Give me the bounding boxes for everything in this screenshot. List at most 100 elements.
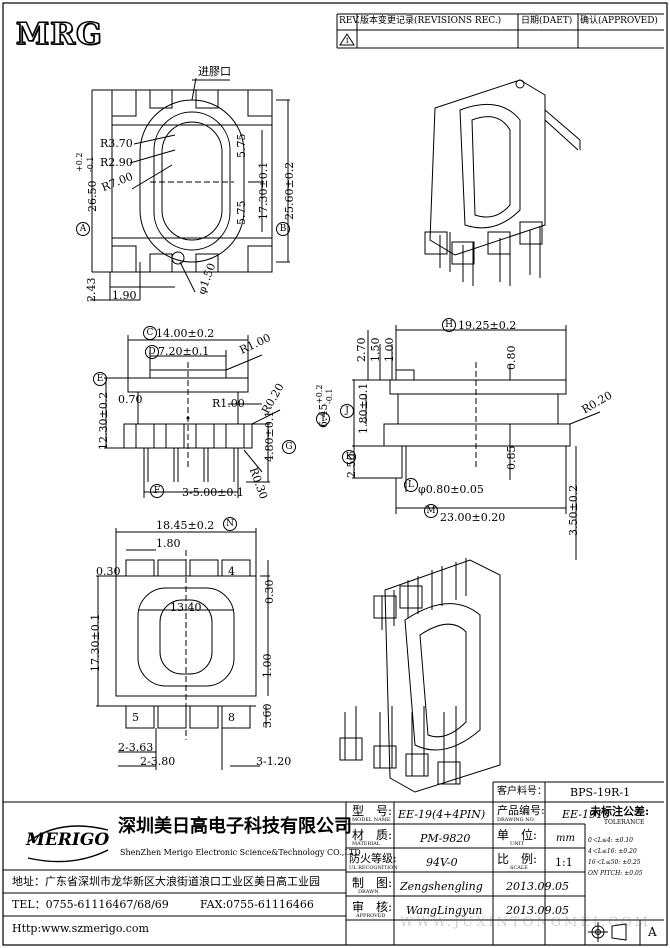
marker-i: I (316, 412, 330, 426)
material-label: 材 质: (352, 828, 393, 842)
dim-350: 3.50±0.2 (567, 484, 580, 536)
dim-r290: R2.90 (100, 156, 133, 169)
dim-150: 1.50 (369, 337, 382, 363)
dim-575-b: 5.75 (235, 200, 248, 226)
dim-1925: 19.25±0.2 (458, 319, 517, 332)
dim-030-right: 0.30 (263, 579, 276, 605)
company-name-en: ShenZhen Merigo Electronic Science&Techn… (120, 848, 361, 857)
dim-r100-b: R1.00 (212, 397, 245, 410)
material-value: PM-9820 (420, 832, 471, 845)
dim-2-380: 2-3.80 (140, 755, 176, 768)
dim-1730-bottom: 17.30±0.1 (89, 613, 102, 672)
dim-180: 1.80±0.1 (357, 382, 370, 434)
tolerance-title-en: TOLERANCE (604, 819, 645, 826)
dim-030-left: 0.30 (96, 565, 121, 578)
revisions-header: 版本变更记录(REVISIONS REC.) (360, 16, 502, 26)
dim-180-bottom: 1.80 (156, 537, 181, 550)
approved-header: 确认(APPROVED) (580, 16, 658, 26)
company-fax: FAX:0755-61116466 (200, 898, 314, 911)
tolerance-row-3: 16＜L≤50: ±0.25 (588, 859, 641, 866)
customer-no: BPS-19R-1 (570, 786, 631, 799)
marker-a: A (76, 222, 90, 236)
material-label-en: MATERIAL (352, 841, 381, 847)
dim-2650-tol-plus: +0.2 (75, 152, 84, 172)
dim-085: 0.85 (505, 445, 518, 471)
unit-label-en: UNIT (510, 841, 524, 847)
mrg-logo: MRG (15, 17, 103, 52)
scale-label: 比 例: (497, 852, 538, 866)
tolerance-row-4: ON PITCH: ±0.05 (588, 870, 643, 877)
marker-b: B (276, 222, 290, 236)
marker-m: M (424, 504, 438, 518)
gate-label: 进膠口 (198, 65, 231, 78)
marker-e: E (93, 372, 107, 386)
drawn-label-en: DRAWN (358, 889, 379, 895)
company-web: Http:www.szmerigo.com (12, 922, 149, 935)
scale-label-en: SCALE (510, 865, 528, 871)
pin-number-8: 8 (228, 711, 235, 724)
marker-d: D (145, 345, 159, 359)
approved-label: 审 核: (352, 900, 393, 914)
drawing-no-value: EE-1915 (562, 808, 610, 821)
dim-1730: 17.30±0.1 (257, 161, 270, 220)
flame-label-en: UL RECOGNITION (349, 865, 398, 871)
marker-g: G (282, 440, 296, 454)
drawing-no-label-en: DRAWING NO. (497, 817, 536, 823)
dim-070: 0.70 (118, 393, 143, 406)
dim-3-500: 3-5.00±0.1 (182, 486, 244, 499)
rev-symbol: 1 (345, 37, 350, 45)
dim-3-120: 3-1.20 (256, 755, 292, 768)
dim-575-a: 5.75 (235, 133, 248, 159)
tolerance-row-2: 4＜L≤16: ±0.20 (588, 848, 637, 855)
company-name-cn: 深圳美日高电子科技有限公司 (118, 816, 352, 837)
dim-720: 7.20±0.1 (158, 345, 210, 358)
unit-value: mm (556, 833, 575, 844)
sheet-letter: A (648, 925, 657, 939)
dim-2-363: 2-3.63 (118, 741, 154, 754)
scale-value: 1:1 (555, 856, 573, 869)
dim-phi080: φ0.80±0.05 (418, 483, 484, 496)
dim-645-tol-plus: +0.2 (315, 384, 324, 404)
dim-270: 2.70 (355, 337, 368, 363)
dim-1845: 18.45±0.2 (156, 519, 215, 532)
dim-480: 4.80±0.1 (263, 410, 276, 462)
model-label-en: MODEL NAME (352, 817, 391, 823)
approved-date: 2013.09.05 (506, 904, 569, 917)
pin-number-4: 4 (228, 565, 235, 578)
company-tel: TEL：0755-61116467/68/69 (12, 898, 169, 911)
marker-j: J (340, 404, 354, 418)
dim-r370: R3.70 (100, 137, 133, 150)
date-header: 日期(DAET) (521, 16, 573, 26)
rev-header: REV. (339, 16, 361, 26)
approved-by: WangLingyun (406, 904, 483, 917)
dim-2650: 26.50 (86, 180, 99, 213)
model-label: 型 号: (352, 804, 393, 818)
dim-2560: 25.60±0.2 (283, 161, 296, 220)
dim-100-bottom: 1.00 (261, 653, 274, 679)
dim-100: 1.00 (383, 337, 396, 363)
marker-n: N (223, 517, 237, 531)
approved-label-en: APPROVED (356, 913, 386, 919)
marker-c: C (143, 326, 157, 340)
marker-k: K (342, 450, 356, 464)
company-address: 地址：广东省深圳市龙华新区大浪街道浪口工业区美日高工业园 (12, 875, 320, 888)
model-value: EE-19(4+4PIN) (398, 808, 486, 821)
dim-360: 3.60 (261, 703, 274, 729)
drawn-label: 制 图: (352, 876, 393, 890)
dim-080: 0.80 (505, 345, 518, 371)
dim-2650-tol-minus: -0.1 (86, 156, 95, 172)
tolerance-title: 未标注公差: (590, 805, 650, 818)
flame-label: 防火等级: (349, 852, 397, 865)
watermark: WWW.JUXINTONGMEI.COM (400, 915, 651, 930)
customer-no-label: 客户料号： (497, 786, 547, 797)
flame-value: 94V-0 (426, 856, 458, 869)
marker-f: F (150, 484, 164, 498)
dim-1230: 12.30±0.2 (97, 391, 110, 450)
drawing-no-label: 产品编号: (497, 804, 545, 817)
dim-243: 2.43 (85, 277, 98, 303)
merigo-brand: MERIGO (26, 830, 110, 850)
dim-1400: 14.00±0.2 (156, 327, 215, 340)
drawn-by: Zengshengling (400, 880, 483, 893)
